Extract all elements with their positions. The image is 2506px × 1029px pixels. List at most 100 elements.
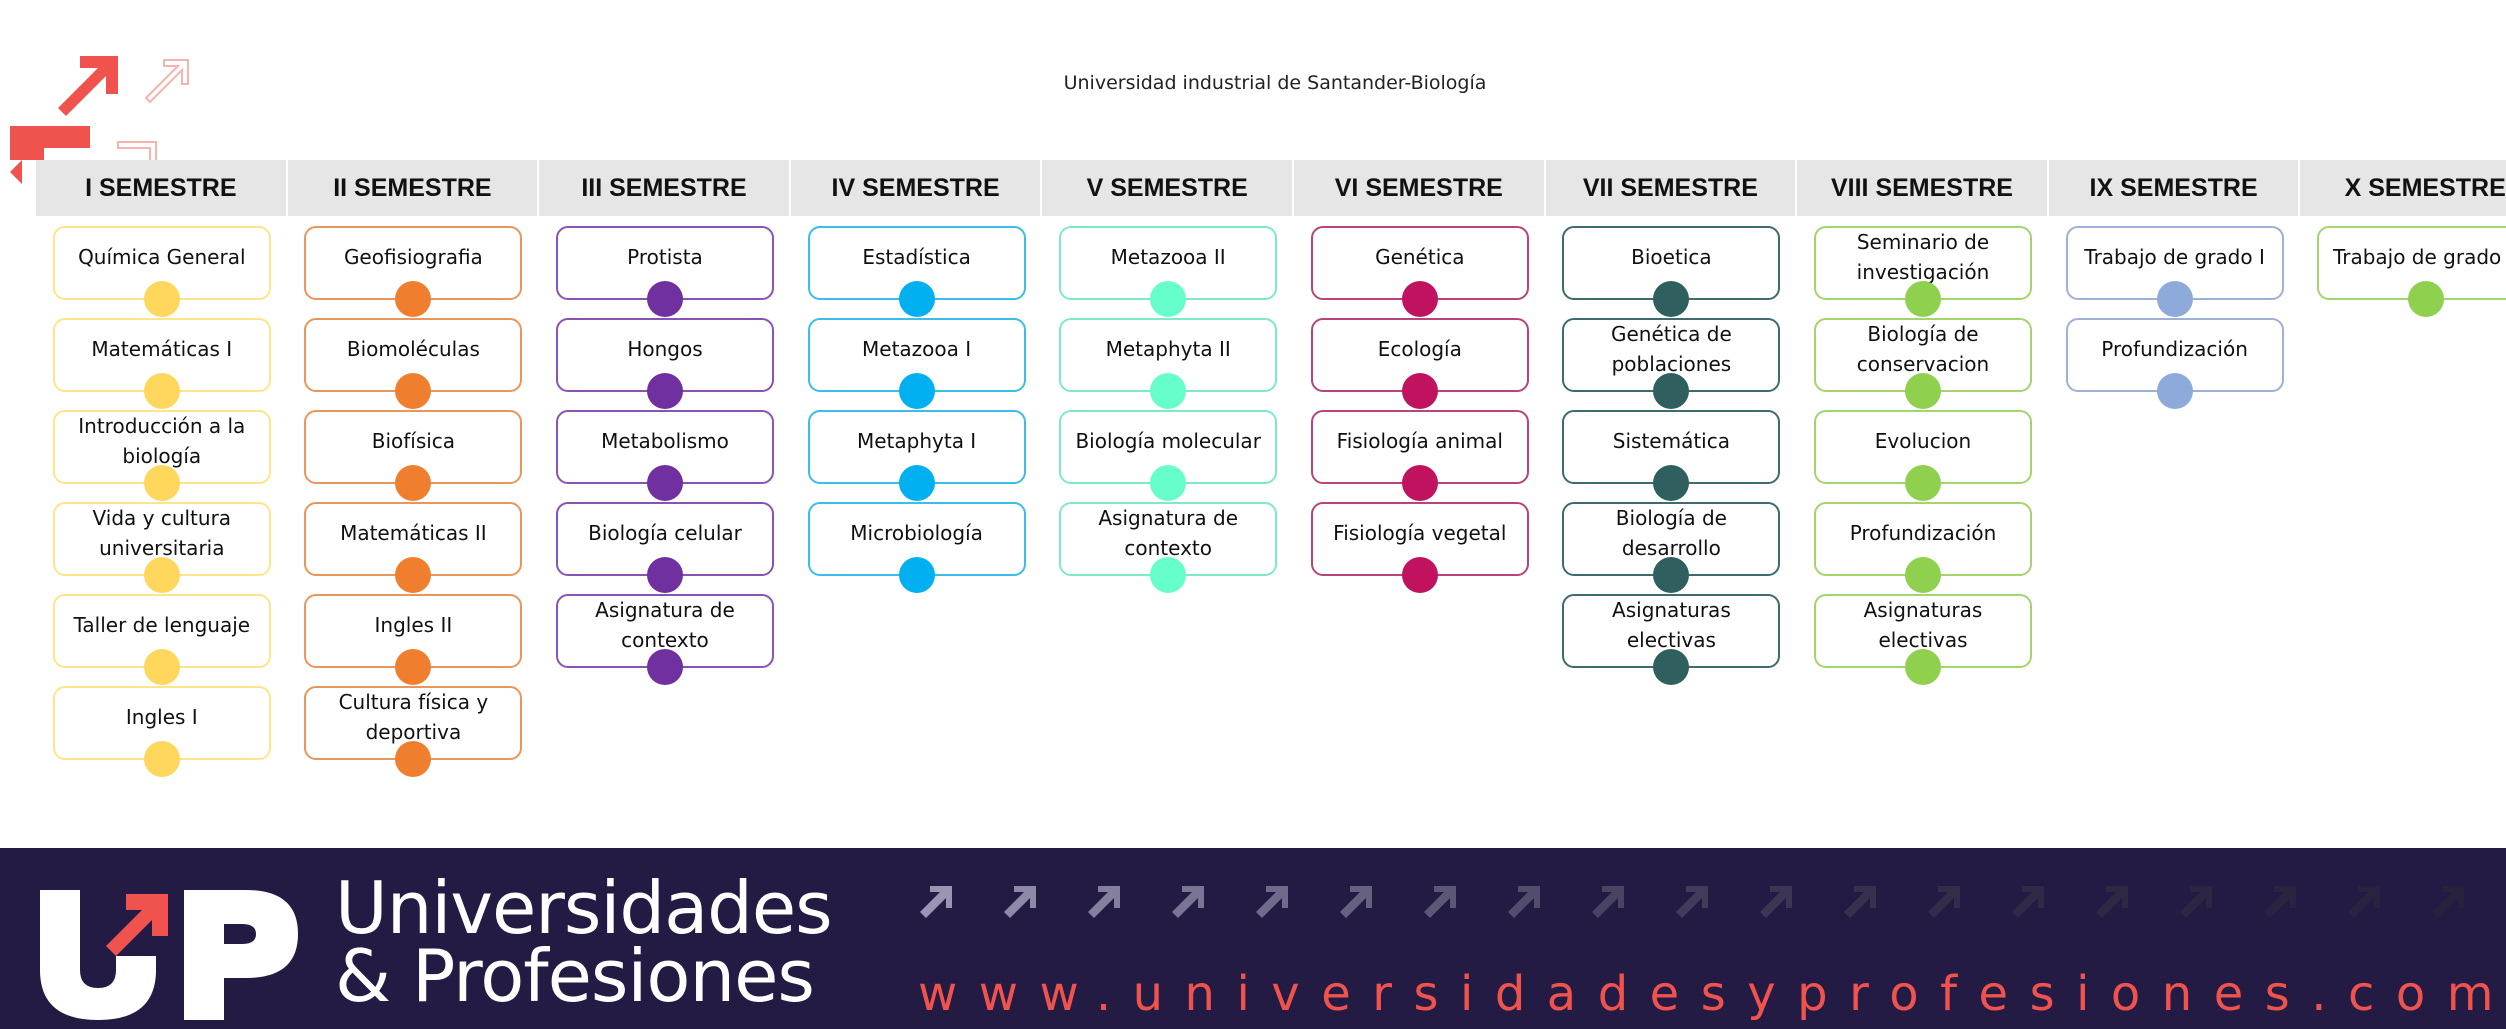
course-card[interactable]: Asignaturas electivas <box>1813 594 2032 685</box>
course-dot <box>395 281 432 317</box>
course-card[interactable]: Asignatura de contexto <box>555 594 774 685</box>
course-card[interactable]: Fisiología vegetal <box>1310 502 1529 593</box>
course-label: Biomoléculas <box>346 337 480 361</box>
course-label: Introducción a la biología <box>78 414 246 468</box>
course-card[interactable]: Metaphyta I <box>807 410 1026 501</box>
course-card[interactable]: Cultura física y deportiva <box>304 686 523 777</box>
arrow-icon <box>2262 884 2298 925</box>
course-label: Metaphyta I <box>856 429 977 453</box>
course-dot <box>2156 281 2193 317</box>
course-card[interactable]: Asignaturas electivas <box>1562 594 1781 685</box>
course-card[interactable]: Trabajo de grado I <box>2065 226 2284 317</box>
course-dot <box>395 741 432 777</box>
arrow-icon <box>1086 884 1122 925</box>
course-card[interactable]: Taller de lenguaje <box>52 594 271 685</box>
course-label: Biología celular <box>588 521 742 545</box>
course-dot <box>1904 465 1941 501</box>
semester-header: VII SEMESTRE <box>1545 160 1798 216</box>
course-card[interactable]: Profundización <box>2065 318 2284 409</box>
course-dot <box>1653 557 1690 593</box>
course-card[interactable]: Química General <box>52 226 271 317</box>
arrow-icon <box>1422 884 1458 925</box>
course-card[interactable]: Metazooa II <box>1059 226 1278 317</box>
course-card[interactable]: Seminario de investigación <box>1813 226 2032 317</box>
course-dot <box>395 465 432 501</box>
arrow-icon <box>2178 884 2214 925</box>
course-card[interactable]: Trabajo de grado II <box>2317 226 2506 317</box>
course-dot <box>1401 465 1438 501</box>
course-card[interactable]: Geofisiografia <box>304 226 523 317</box>
course-dot <box>143 741 180 777</box>
course-label: Biología de conservacion <box>1856 322 1990 376</box>
course-card[interactable]: Biología celular <box>555 502 774 593</box>
course-label: Ecología <box>1377 337 1462 361</box>
course-label: Asignaturas electivas <box>1863 598 1983 652</box>
course-label: Biofísica <box>371 429 456 453</box>
course-card[interactable]: Matemáticas II <box>304 502 523 593</box>
course-card[interactable]: Fisiología animal <box>1310 410 1529 501</box>
semester-header: VI SEMESTRE <box>1294 160 1546 216</box>
semester-header: I SEMESTRE <box>36 160 288 216</box>
course-label: Genética <box>1375 245 1465 269</box>
course-dot <box>1653 465 1690 501</box>
course-dot <box>646 281 683 317</box>
brand-line-2: & Profesiones <box>335 934 815 1018</box>
semester-header: IX SEMESTRE <box>2048 160 2301 216</box>
course-card[interactable]: Metabolismo <box>555 410 774 501</box>
course-card[interactable]: Biología molecular <box>1059 410 1278 501</box>
course-label: Biología de desarrollo <box>1615 506 1727 560</box>
course-card[interactable]: Hongos <box>555 318 774 409</box>
semester-header: IV SEMESTRE <box>790 160 1043 216</box>
arrow-icon <box>1758 884 1794 925</box>
course-label: Seminario de investigación <box>1856 230 1990 284</box>
arrow-icon <box>2094 884 2130 925</box>
course-label: Trabajo de grado II <box>2332 245 2506 269</box>
course-label: Estadística <box>862 245 971 269</box>
course-card[interactable]: Matemáticas I <box>52 318 271 409</box>
course-card[interactable]: Biofísica <box>304 410 523 501</box>
course-card[interactable]: Vida y cultura universitaria <box>52 502 271 593</box>
course-card[interactable]: Ingles II <box>304 594 523 685</box>
decorative-arrow-row <box>918 884 2466 925</box>
course-card[interactable]: Introducción a la biología <box>52 410 271 501</box>
course-label: Bioetica <box>1631 245 1712 269</box>
course-label: Matemáticas I <box>91 337 233 361</box>
course-dot <box>898 465 935 501</box>
course-card[interactable]: Sistemática <box>1562 410 1781 501</box>
course-card[interactable]: Evolucion <box>1813 410 2032 501</box>
course-label: Biología molecular <box>1075 429 1261 453</box>
course-card[interactable]: Ingles I <box>52 686 271 777</box>
course-label: Trabajo de grado I <box>2084 245 2265 269</box>
brand-line-1: Universidades <box>335 866 833 950</box>
course-label: Asignaturas electivas <box>1612 598 1731 652</box>
course-card[interactable]: Biomoléculas <box>304 318 523 409</box>
course-card[interactable]: Asignatura de contexto <box>1059 502 1278 593</box>
course-card[interactable]: Biología de conservacion <box>1813 318 2032 409</box>
course-card[interactable]: Microbiología <box>807 502 1026 593</box>
arrow-icon <box>2346 884 2382 925</box>
course-label: Genética de poblaciones <box>1610 322 1732 376</box>
course-card[interactable]: Bioetica <box>1562 226 1781 317</box>
course-card[interactable]: Genética de poblaciones <box>1562 318 1781 409</box>
course-label: Cultura física y deportiva <box>338 690 489 744</box>
website-url[interactable]: www.universidadesyprofesiones.com <box>918 966 2506 1022</box>
course-card[interactable]: Biología de desarrollo <box>1562 502 1781 593</box>
course-card[interactable]: Profundización <box>1813 502 2032 593</box>
course-card[interactable]: Metazooa I <box>807 318 1026 409</box>
course-card[interactable]: Metaphyta II <box>1059 318 1278 409</box>
course-dot <box>646 465 683 501</box>
course-label: Metaphyta II <box>1105 337 1231 361</box>
course-card[interactable]: Genética <box>1310 226 1529 317</box>
course-dot <box>1150 373 1187 409</box>
course-dot <box>1653 649 1690 685</box>
course-dot <box>898 373 935 409</box>
course-card[interactable]: Protista <box>555 226 774 317</box>
course-card[interactable]: Estadística <box>807 226 1026 317</box>
arrow-icon <box>2430 884 2466 925</box>
course-label: Metazooa II <box>1110 245 1226 269</box>
course-card[interactable]: Ecología <box>1310 318 1529 409</box>
course-dot <box>143 557 180 593</box>
course-label: Matemáticas II <box>340 521 487 545</box>
course-label: Sistemática <box>1612 429 1730 453</box>
